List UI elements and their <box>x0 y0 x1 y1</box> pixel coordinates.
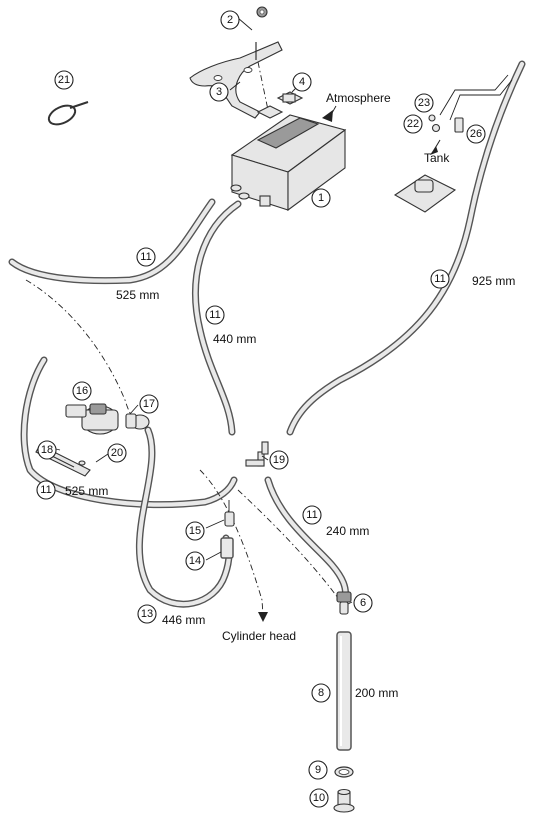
dim-440: 440 mm <box>213 332 256 346</box>
callout-19: 19 <box>269 450 289 470</box>
svg-text:13: 13 <box>141 608 153 620</box>
svg-text:20: 20 <box>111 447 123 459</box>
charcoal-canister <box>230 114 347 212</box>
svg-text:21: 21 <box>58 74 70 86</box>
svg-text:23: 23 <box>418 97 430 109</box>
svg-text:11: 11 <box>40 484 51 496</box>
svg-text:3: 3 <box>216 86 222 98</box>
callout-10: 10 <box>309 788 329 808</box>
svg-text:19: 19 <box>273 454 285 466</box>
callout-8: 8 <box>311 683 331 703</box>
svg-text:11: 11 <box>306 509 317 521</box>
callout-2: 2 <box>220 10 240 30</box>
svg-text:4: 4 <box>299 76 305 88</box>
connector-6 <box>336 591 352 615</box>
hose-525-upper <box>8 198 216 285</box>
label-tank: Tank <box>424 151 450 165</box>
text-labels: Atmosphere Tank Cylinder head 525 mm 440… <box>65 91 515 700</box>
hose-925 <box>286 60 526 436</box>
callout-11-middle: 11 <box>205 305 225 325</box>
callout-15: 15 <box>185 521 205 541</box>
dim-200: 200 mm <box>355 686 398 700</box>
cap-10 <box>333 788 355 813</box>
svg-text:6: 6 <box>360 597 366 609</box>
dim-446: 446 mm <box>162 613 205 627</box>
callout-1: 1 <box>311 188 331 208</box>
callout-26: 26 <box>466 124 486 144</box>
svg-text:18: 18 <box>41 444 53 456</box>
callout-14: 14 <box>185 551 205 571</box>
callout-21: 21 <box>54 70 74 90</box>
hose-stub-14 <box>220 537 234 559</box>
callout-11-lower-right: 11 <box>302 505 322 525</box>
routing-lines <box>25 61 339 616</box>
callout-23: 23 <box>414 93 434 113</box>
dim-925: 925 mm <box>472 274 515 288</box>
hose-240 <box>264 476 349 602</box>
nut-2 <box>256 6 268 18</box>
hose-525-lower <box>20 356 238 509</box>
hose-200 <box>336 631 352 751</box>
callout-6: 6 <box>353 593 373 613</box>
svg-text:22: 22 <box>407 118 419 130</box>
dim-525-upper: 525 mm <box>116 288 159 302</box>
svg-text:17: 17 <box>143 398 155 410</box>
dim-525-lower: 525 mm <box>65 484 108 498</box>
callout-13: 13 <box>137 604 157 624</box>
cable-tie <box>47 101 89 126</box>
svg-text:15: 15 <box>189 525 201 537</box>
svg-text:11: 11 <box>140 251 151 263</box>
callout-4: 4 <box>292 72 312 92</box>
callout-18: 18 <box>37 440 57 460</box>
clip-4 <box>256 91 304 119</box>
callout-22: 22 <box>403 114 423 134</box>
svg-text:8: 8 <box>318 687 324 699</box>
callout-20: 20 <box>107 443 127 463</box>
svg-text:10: 10 <box>313 792 325 804</box>
label-atmosphere: Atmosphere <box>326 91 391 105</box>
tank-valve-plate <box>393 174 457 213</box>
svg-text:2: 2 <box>227 14 233 26</box>
hoses <box>8 60 526 751</box>
label-cylinder-head: Cylinder head <box>222 629 296 643</box>
callouts: 2 3 4 21 23 22 26 1 11 11 11 11 11 16 17… <box>36 10 486 808</box>
hose-440 <box>192 200 242 436</box>
t-piece-19 <box>245 441 269 467</box>
dim-240: 240 mm <box>326 524 369 538</box>
callout-17: 17 <box>139 394 159 414</box>
callout-11-right: 11 <box>430 269 450 289</box>
svg-text:11: 11 <box>209 309 220 321</box>
hose-446 <box>135 426 233 608</box>
svg-text:16: 16 <box>76 385 88 397</box>
svg-text:11: 11 <box>434 273 445 285</box>
clamp-9 <box>334 766 354 778</box>
leaders <box>51 17 353 622</box>
callout-11-upper-left: 11 <box>136 247 156 267</box>
bracket <box>189 41 283 119</box>
svg-text:26: 26 <box>470 128 482 140</box>
callout-16: 16 <box>72 381 92 401</box>
tank-fittings <box>428 74 513 155</box>
svg-text:14: 14 <box>189 555 201 567</box>
callout-3: 3 <box>209 82 229 102</box>
callout-11-lower-left: 11 <box>36 480 56 500</box>
purge-valve <box>65 403 150 435</box>
svg-text:9: 9 <box>315 764 321 776</box>
connector-15 <box>224 500 235 527</box>
svg-text:1: 1 <box>318 192 324 204</box>
callout-9: 9 <box>308 760 328 780</box>
